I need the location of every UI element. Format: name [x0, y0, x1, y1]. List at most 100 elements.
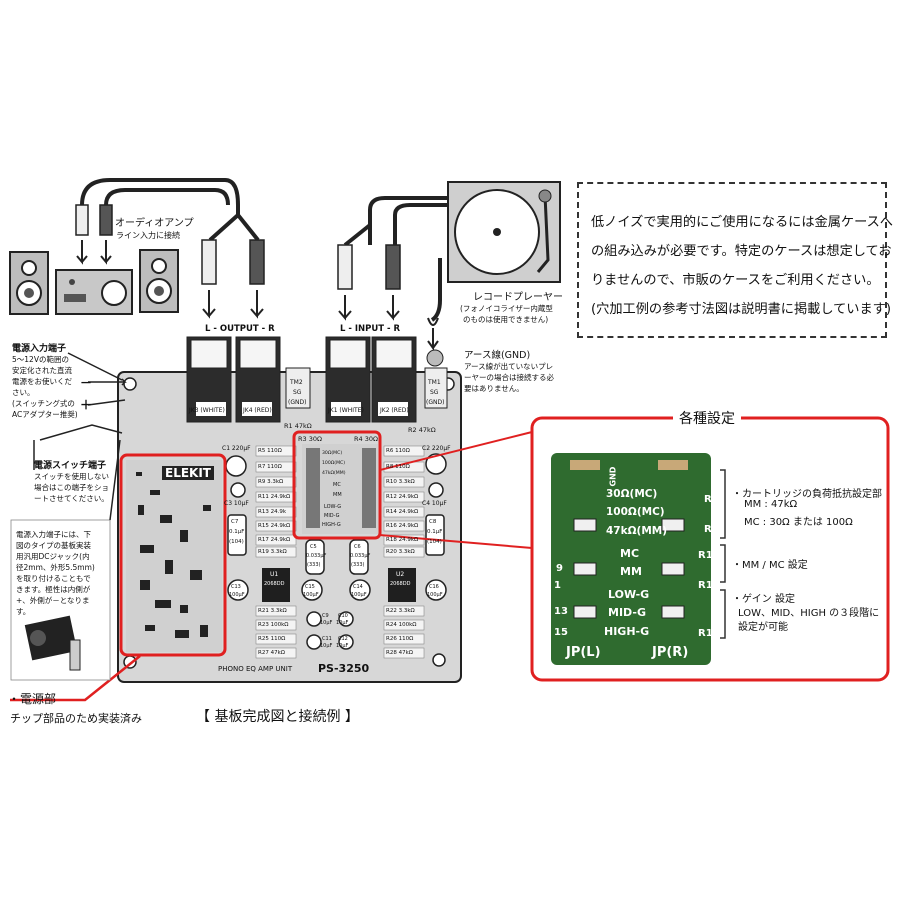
power-terminal-line: ACアダプター推奨) [12, 410, 78, 419]
settings-title: 各種設定 [673, 408, 741, 428]
pcb-number-label: 15 [554, 627, 568, 638]
amp-subtitle: ライン入力に接続 [116, 231, 180, 240]
output-label: L - OUTPUT - R [205, 324, 275, 334]
dc-jack-note-line: 図のタイプの基板実装 [16, 541, 91, 550]
plus-sign: ＋ [80, 398, 93, 412]
resistor-label: R28 47kΩ [386, 650, 413, 656]
jumper-highlight [292, 430, 382, 540]
resistor-label: R26 110Ω [386, 636, 414, 642]
brand-logo: ELEKIT [162, 466, 214, 480]
cap-label: 0.033μF [350, 553, 371, 559]
dc-jack [24, 615, 81, 671]
power-section-subtitle: チップ部品のため実装済み [10, 712, 142, 725]
load-setting-line: MC : 30Ω または 100Ω [744, 517, 853, 528]
resistor-label: R2 47kΩ [408, 426, 436, 434]
resistor-label: R6 110Ω [386, 448, 410, 454]
cap-label: C12 [338, 636, 348, 642]
turntable [447, 181, 561, 283]
power-switch-line: ートさせてください。 [34, 494, 109, 503]
mini-jumper-label: 47kΩ(MM) [322, 471, 346, 476]
mini-jumper-label: MID-G [324, 513, 340, 519]
gain-setting-title: ・ゲイン 設定 [732, 594, 795, 605]
setting-row-label: 30Ω(MC) [606, 488, 658, 500]
ground-title: アース線(GND) [464, 350, 531, 361]
resistor-label: R21 3.3kΩ [258, 608, 287, 614]
jumper-shunts [573, 518, 685, 619]
resistor-label: R24 100kΩ [386, 622, 417, 628]
caption: 【 基板完成図と接続例 】 [196, 709, 359, 725]
mini-jumper-block [302, 444, 378, 534]
mini-jumper-label: 30Ω(MC) [322, 451, 343, 456]
setting-row-label: 100Ω(MC) [606, 506, 665, 518]
resistor-label: R19 3.3kΩ [258, 549, 287, 555]
resistor-label: R5 110Ω [258, 448, 282, 454]
power-switch-title: 電源スイッチ端子 [34, 461, 107, 471]
resistor-label: R1 47kΩ [284, 422, 312, 430]
amplifier [55, 269, 133, 315]
left-annotation-lines [10, 352, 127, 681]
setting-row-label: HIGH-G [604, 625, 650, 638]
cap-label: C14 [353, 584, 363, 590]
resistor-label: R17 24.9kΩ [258, 537, 291, 543]
note-line: 低ノイズで実用的にご使用になるには金属ケースへ [591, 215, 893, 230]
cap-label: 0.1μF [427, 529, 443, 535]
cap-label: 10μF [320, 620, 333, 626]
cap-label: 10μF [336, 643, 349, 649]
setting-row-label: 47kΩ(MM) [606, 525, 668, 537]
setting-row-label: MC [620, 547, 640, 560]
resistor-label: R9 3.3kΩ [258, 479, 284, 485]
power-terminal-line: 安定化された直流 [12, 366, 72, 375]
resistor-label: R11 24.9kΩ [258, 494, 291, 500]
resistor-label: R4 30Ω [354, 435, 378, 443]
cap-label: C9 [322, 613, 329, 619]
minus-sign: － [80, 376, 93, 390]
resistor-label: R27 47kΩ [258, 650, 285, 656]
cap-label: C1 220μF [222, 445, 251, 452]
dc-jack-note-line: +、外側が－となりま [16, 596, 90, 605]
cap-label: 10μF [336, 620, 349, 626]
cap-label: (104) [229, 539, 244, 545]
jack-label: JK2 (RED) [380, 407, 409, 414]
power-section-title: ・電源部 [8, 692, 57, 706]
cap-label: C8 [429, 519, 437, 525]
ground-spade [427, 317, 439, 352]
pcb-side-label: R1 [698, 628, 713, 639]
op-amp-ics [262, 568, 416, 602]
resistor-label: R15 24.9kΩ [258, 523, 291, 529]
note-box: 低ノイズで実用的にご使用になるには金属ケースへ の組み込みが必要です。特定のケー… [577, 182, 893, 338]
setting-row-label: LOW-G [608, 588, 650, 601]
mini-jumper-label: MM [333, 492, 342, 498]
resistor-label: R12 24.9kΩ [386, 494, 419, 500]
resistor-label: R23 100kΩ [258, 622, 289, 628]
cap-label: 0.1μF [229, 529, 245, 535]
resistor-label: R16 24.9kΩ [386, 523, 419, 529]
cap-label: 100μF [229, 592, 245, 598]
cap-label: C7 [231, 519, 239, 525]
resistor-label: R13 24.9k [258, 509, 286, 515]
tm1-label: TM1 [428, 379, 441, 386]
dc-jack-note-line: きます。極性は内側が [16, 585, 91, 594]
pcb-side-label: R [704, 524, 712, 535]
pcb-side-label: R [704, 494, 712, 505]
ic-label: U2 [396, 571, 405, 578]
speaker-left [9, 251, 49, 315]
tm1-label: SG [430, 389, 439, 396]
amp-title: オーディオアンプ [115, 218, 194, 229]
tm2-label: (GND) [288, 399, 307, 406]
power-section-highlight [119, 453, 227, 657]
input-rca-plugs [337, 244, 401, 321]
cap-label: 10μF [320, 643, 333, 649]
power-callout-line [10, 655, 141, 702]
cap-label: C13 [231, 584, 241, 590]
note-line: の組み込みが必要です。特定のケースは想定してお [591, 244, 892, 259]
cap-label: C6 [354, 544, 361, 550]
resistor-body [658, 460, 688, 470]
power-terminal-title: 電源入力端子 [12, 344, 67, 354]
resistor-label: R7 110Ω [258, 464, 282, 470]
amp-rca-plugs [75, 204, 113, 265]
speaker-right [139, 249, 179, 313]
power-terminal-line: さい。 [12, 388, 35, 397]
player-title: レコードプレーヤー [473, 292, 563, 303]
tm2-label: TM2 [290, 379, 303, 386]
